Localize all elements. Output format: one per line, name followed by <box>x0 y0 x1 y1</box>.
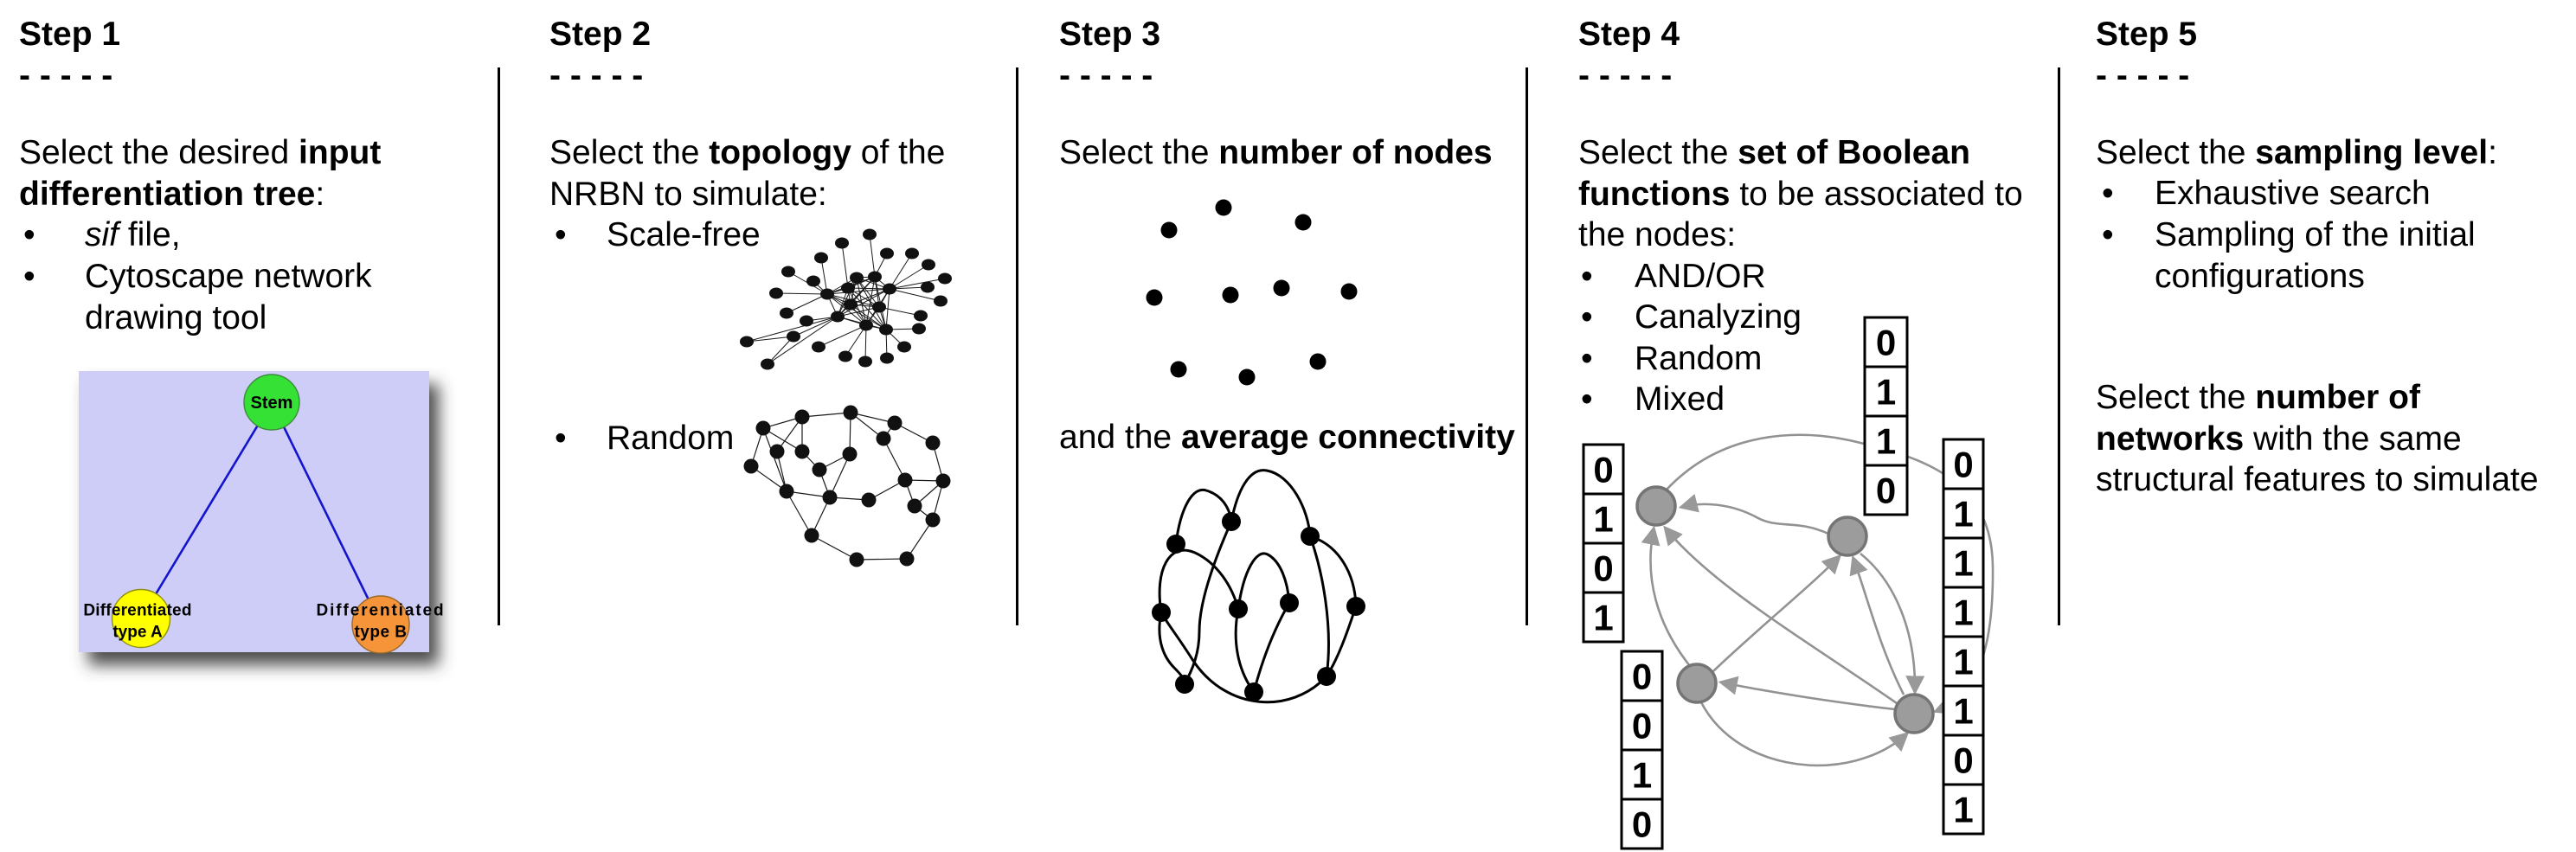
svg-text:0: 0 <box>1632 657 1652 697</box>
svg-text:1: 1 <box>1953 593 1973 633</box>
svg-text:0: 0 <box>1593 450 1613 490</box>
svg-text:0: 0 <box>1632 706 1652 746</box>
svg-text:1: 1 <box>1953 642 1973 682</box>
svg-text:0: 0 <box>1876 471 1896 511</box>
svg-text:Differentiated: Differentiated <box>83 602 191 620</box>
svg-text:type B: type B <box>354 624 407 642</box>
svg-text:1: 1 <box>1876 421 1896 462</box>
svg-text:0: 0 <box>1593 548 1613 589</box>
svg-text:1: 1 <box>1876 372 1896 413</box>
svg-text:0: 0 <box>1953 740 1973 781</box>
svg-text:1: 1 <box>1593 499 1613 540</box>
svg-text:1: 1 <box>1953 543 1973 584</box>
svg-text:0: 0 <box>1632 804 1652 845</box>
svg-text:1: 1 <box>1593 598 1613 638</box>
svg-text:Differentiated: Differentiated <box>316 602 445 620</box>
svg-text:1: 1 <box>1953 790 1973 830</box>
svg-text:0: 0 <box>1876 323 1896 363</box>
svg-text:type A: type A <box>112 624 163 642</box>
svg-text:1: 1 <box>1953 691 1973 732</box>
svg-text:1: 1 <box>1632 755 1652 796</box>
svg-text:1: 1 <box>1953 494 1973 535</box>
svg-text:0: 0 <box>1953 445 1973 485</box>
svg-text:Stem: Stem <box>251 394 293 413</box>
